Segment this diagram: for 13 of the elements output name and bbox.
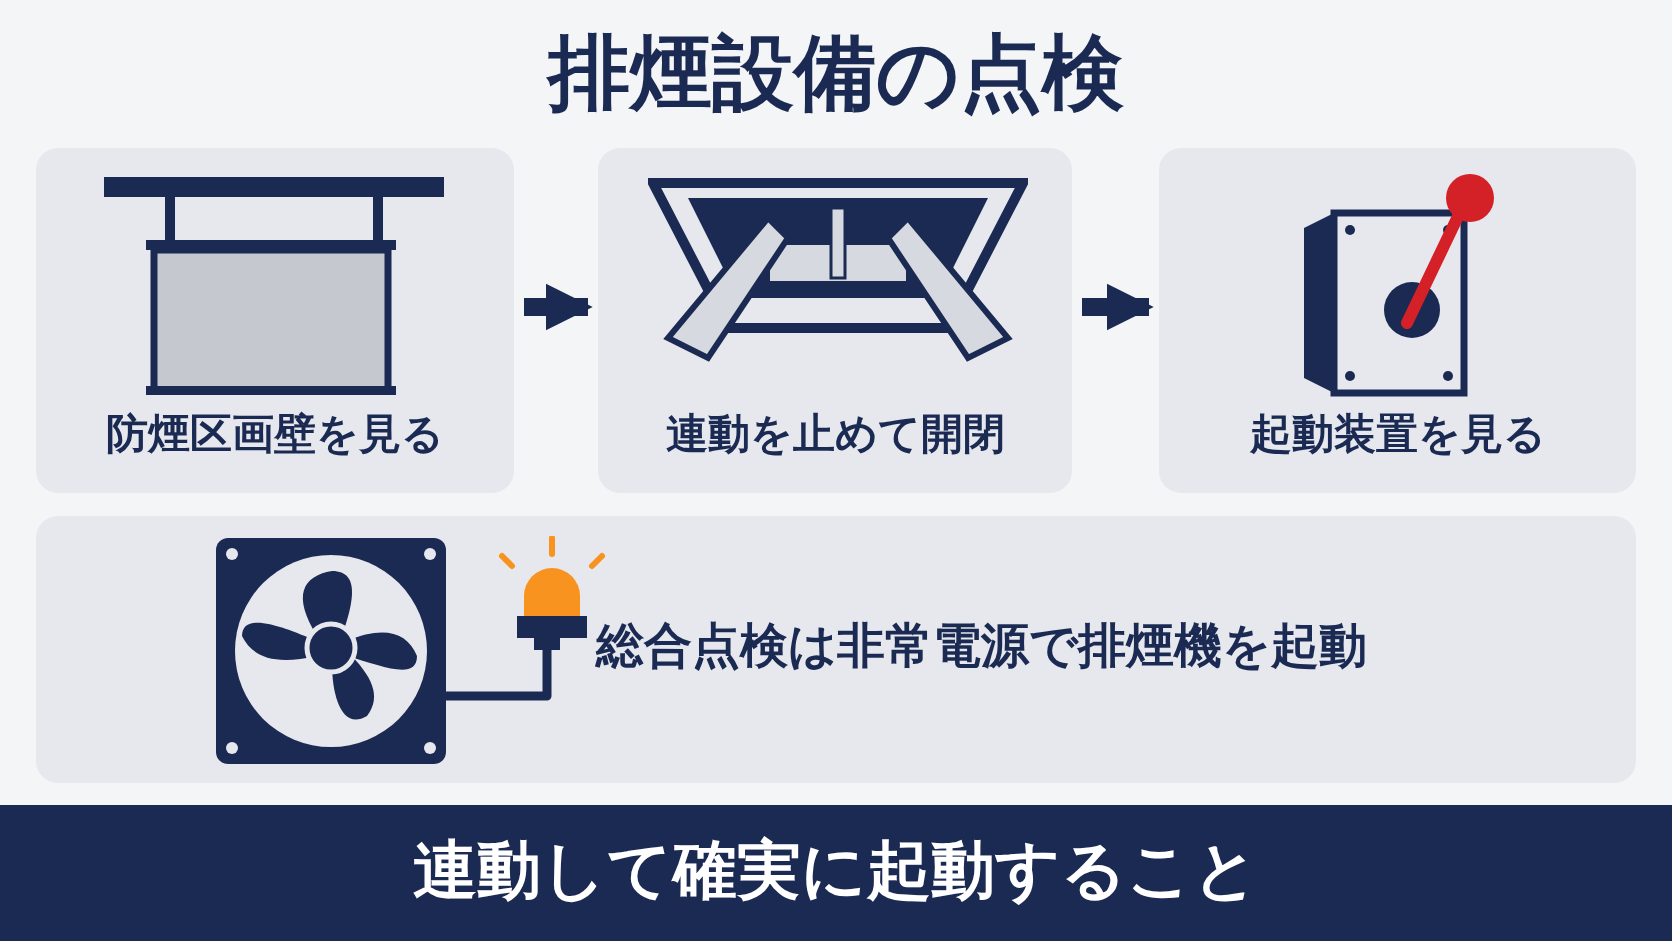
card-caption: 総合点検は非常電源で排煙機を起動 (596, 616, 1368, 675)
step-card (1159, 148, 1636, 493)
conclusion-banner (0, 805, 1672, 941)
card-caption: 防煙区画壁を見る (105, 408, 445, 460)
step-card (598, 148, 1072, 493)
summary-card (36, 516, 1636, 783)
card-caption: 連動を止めて開閉 (664, 408, 1006, 460)
arrow (1082, 283, 1154, 331)
banner-text: 連動して確実に起動すること (412, 832, 1260, 909)
step-card (36, 148, 514, 493)
title: 排煙設備の点検 (545, 28, 1125, 119)
card-caption: 起動装置を見る (1248, 408, 1547, 460)
arrow (524, 283, 593, 331)
